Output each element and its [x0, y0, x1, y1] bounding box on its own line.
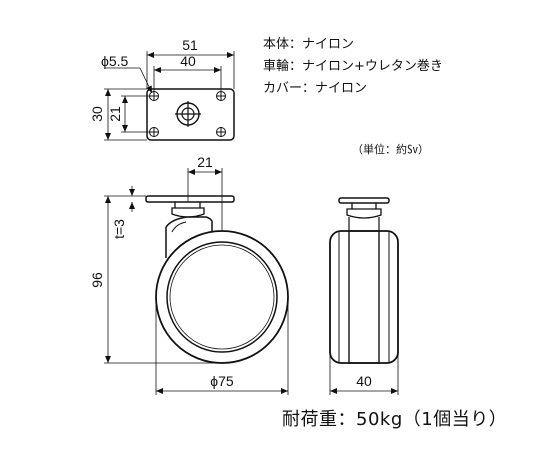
spec-label: 本体 [263, 37, 290, 52]
spec-separator: ： [289, 59, 303, 74]
spec-value: ナイロン [302, 37, 355, 52]
front-width-label: 40 [356, 373, 372, 389]
fork-housing [165, 216, 213, 258]
hole-spacing-width-label: 40 [180, 53, 196, 69]
material-spec-list: 本体：ナイロン 車輪：ナイロン+ウレタン巻き カバー：ナイロン [263, 34, 443, 100]
swivel-bearing [171, 202, 205, 218]
plate-height-label: 30 [89, 106, 105, 122]
spec-row-wheel: 車輪：ナイロン+ウレタン巻き [263, 56, 443, 78]
front-hub [348, 230, 380, 364]
top-view [104, 51, 235, 141]
mounting-plate [146, 88, 235, 141]
front-swivel [346, 203, 382, 219]
spec-value: ナイロン [315, 81, 368, 96]
load-capacity-text: 耐荷重：50kg（1個当り） [282, 409, 508, 430]
mount-offset-label: 21 [197, 154, 213, 170]
overall-height-label: 96 [89, 272, 105, 288]
spec-separator: ： [302, 81, 316, 96]
spec-row-cover: カバー：ナイロン [263, 78, 443, 100]
unit-note: （単位：約㏜） [352, 143, 429, 156]
hole-spacing-height-label: 21 [107, 106, 123, 122]
spec-label: カバー [263, 81, 303, 96]
front-view [329, 197, 399, 395]
spec-label: 車輪 [263, 59, 290, 74]
plate-width-label: 51 [182, 37, 198, 53]
spec-separator: ： [289, 37, 303, 52]
wheel-diameter-label: ϕ75 [210, 373, 234, 389]
front-wheel-outer [329, 230, 399, 364]
swivel-boss [175, 101, 201, 127]
spec-row-body: 本体：ナイロン [263, 34, 443, 56]
side-wheel-inner [166, 241, 278, 353]
side-wheel-outer [155, 230, 289, 364]
spec-value: ナイロン+ウレタン巻き [302, 59, 443, 74]
side-view [104, 168, 289, 395]
plate-thickness-label: t=3 [111, 219, 127, 239]
side-plate [145, 195, 235, 203]
front-plate [338, 197, 390, 204]
hole-diameter-label: ϕ5.5 [101, 53, 129, 69]
